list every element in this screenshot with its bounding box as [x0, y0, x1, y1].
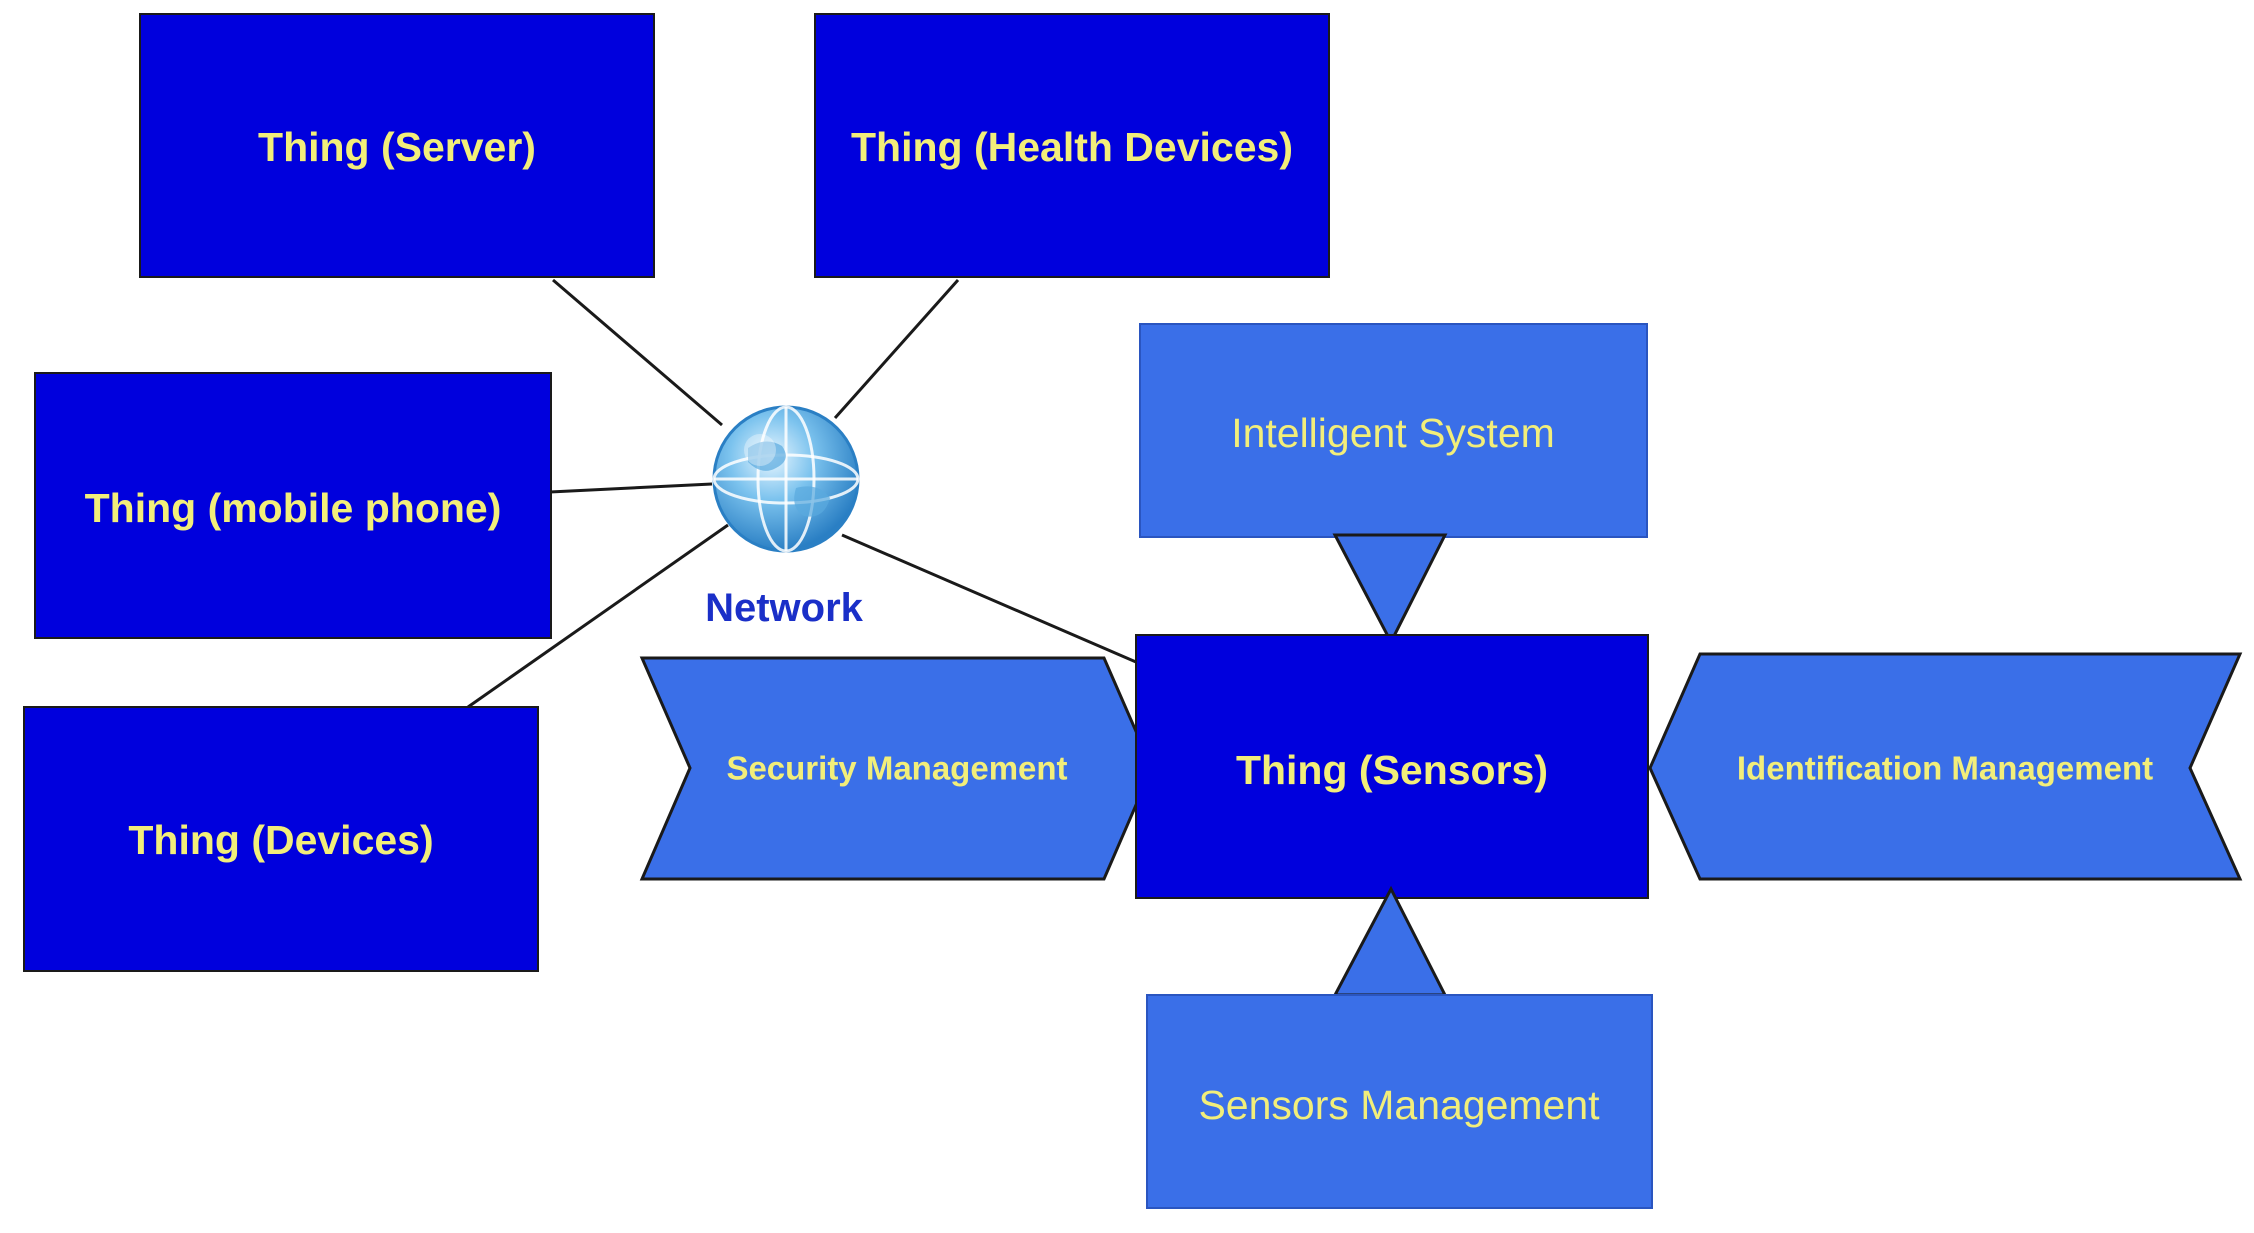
thing-server-label: Thing (Server): [258, 124, 536, 170]
thing-mobile-phone-box: Thing (mobile phone): [34, 372, 552, 639]
sensors-management-box: Sensors Management: [1146, 994, 1653, 1209]
security-management-chevron: Security Management: [639, 656, 1154, 881]
connector-health-devices: [833, 279, 960, 419]
thing-devices-box: Thing (Devices): [23, 706, 539, 972]
connector-lines: [467, 278, 1137, 709]
intelligent-system-connector: [1332, 533, 1448, 646]
thing-devices-label: Thing (Devices): [128, 817, 433, 863]
intelligent-system-box: Intelligent System: [1139, 323, 1648, 538]
connector-sensors: [841, 533, 1137, 664]
globe-icon: [712, 405, 860, 553]
thing-sensors-label: Thing (Sensors): [1236, 747, 1548, 793]
security-management-label: Security Management: [726, 750, 1067, 787]
identification-management-label: Identification Management: [1737, 750, 2153, 787]
sensors-management-label: Sensors Management: [1198, 1082, 1600, 1128]
identification-management-chevron: Identification Management: [1648, 652, 2243, 881]
intelligent-system-label: Intelligent System: [1231, 410, 1555, 456]
thing-health-devices-box: Thing (Health Devices): [814, 13, 1330, 278]
sensors-management-connector: [1332, 885, 1448, 997]
thing-mobile-phone-label: Thing (mobile phone): [85, 485, 502, 531]
connector-server: [552, 278, 723, 427]
network-node: Network: [705, 405, 864, 630]
thing-sensors-box: Thing (Sensors): [1135, 634, 1649, 899]
connector-mobile-phone: [549, 482, 713, 494]
thing-server-box: Thing (Server): [139, 13, 655, 278]
thing-health-devices-label: Thing (Health Devices): [851, 124, 1293, 170]
connector-devices: [467, 523, 729, 709]
network-label: Network: [705, 586, 864, 630]
